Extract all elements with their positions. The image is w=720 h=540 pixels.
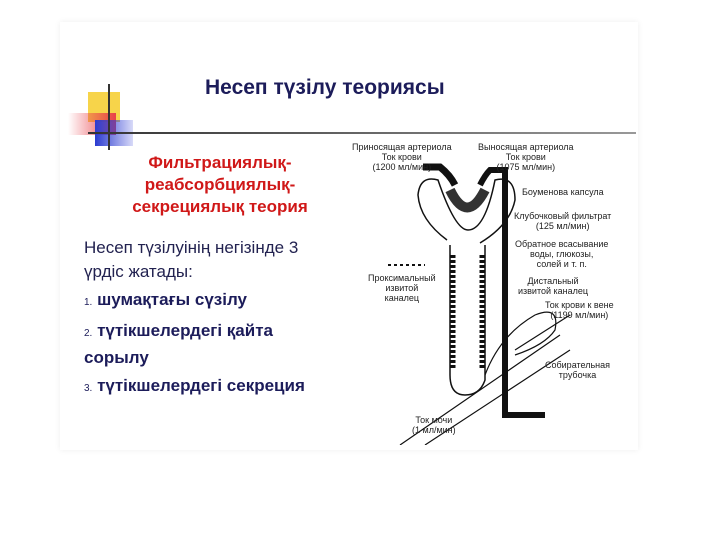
vein-label: Ток крови к вене(1199 мл/мин) <box>545 300 614 320</box>
nephron-diagram <box>388 163 571 445</box>
decor-vertical-line <box>108 84 110 150</box>
efferent-arteriole <box>477 167 545 418</box>
item-number: 3. <box>84 383 93 394</box>
afferent-arteriole <box>423 163 459 187</box>
proximal-tubule <box>449 245 486 396</box>
distal-tubule <box>484 311 557 376</box>
subtitle-line: реабсорбциялық- <box>144 175 296 194</box>
item-number: 2. <box>84 328 93 339</box>
glomerulus <box>445 187 490 213</box>
slide-title: Несеп түзілу теориясы <box>205 76 445 99</box>
intro-text: Несеп түзілуінің негізінде 3 үрдіс жатад… <box>84 238 299 281</box>
subtitle-line: секрециялық теория <box>132 197 308 216</box>
list-item: 1. шумақтағы сүзілу <box>84 288 342 315</box>
list-item: 2. түтікшелердегі қайта сорылу <box>84 319 342 370</box>
filtrate-label: Клубочковый фильтрат(125 мл/мин) <box>514 211 612 231</box>
bowman-label: Боуменова капсула <box>522 187 604 197</box>
item-number: 1. <box>84 297 93 308</box>
item-text: түтікшелердегі қайта сорылу <box>84 321 273 367</box>
bowman-capsule <box>417 178 516 244</box>
collecting-duct <box>399 314 571 445</box>
list-item: 3. түтікшелердегі секреция <box>84 374 342 401</box>
body-text: Несеп түзілуінің негізінде 3 үрдіс жатад… <box>84 236 342 401</box>
theory-subtitle: Фильтрациялық- реабсорбциялық- секрециял… <box>90 152 350 218</box>
item-text: түтікшелердегі секреция <box>97 376 305 395</box>
urine-label: Ток мочи(1 мл/мин) <box>412 415 456 435</box>
slide <box>60 22 638 450</box>
item-text: шумақтағы сүзілу <box>97 290 248 309</box>
subtitle-line: Фильтрациялық- <box>148 153 292 172</box>
title-divider <box>88 132 636 134</box>
tubule-cells <box>450 255 485 370</box>
